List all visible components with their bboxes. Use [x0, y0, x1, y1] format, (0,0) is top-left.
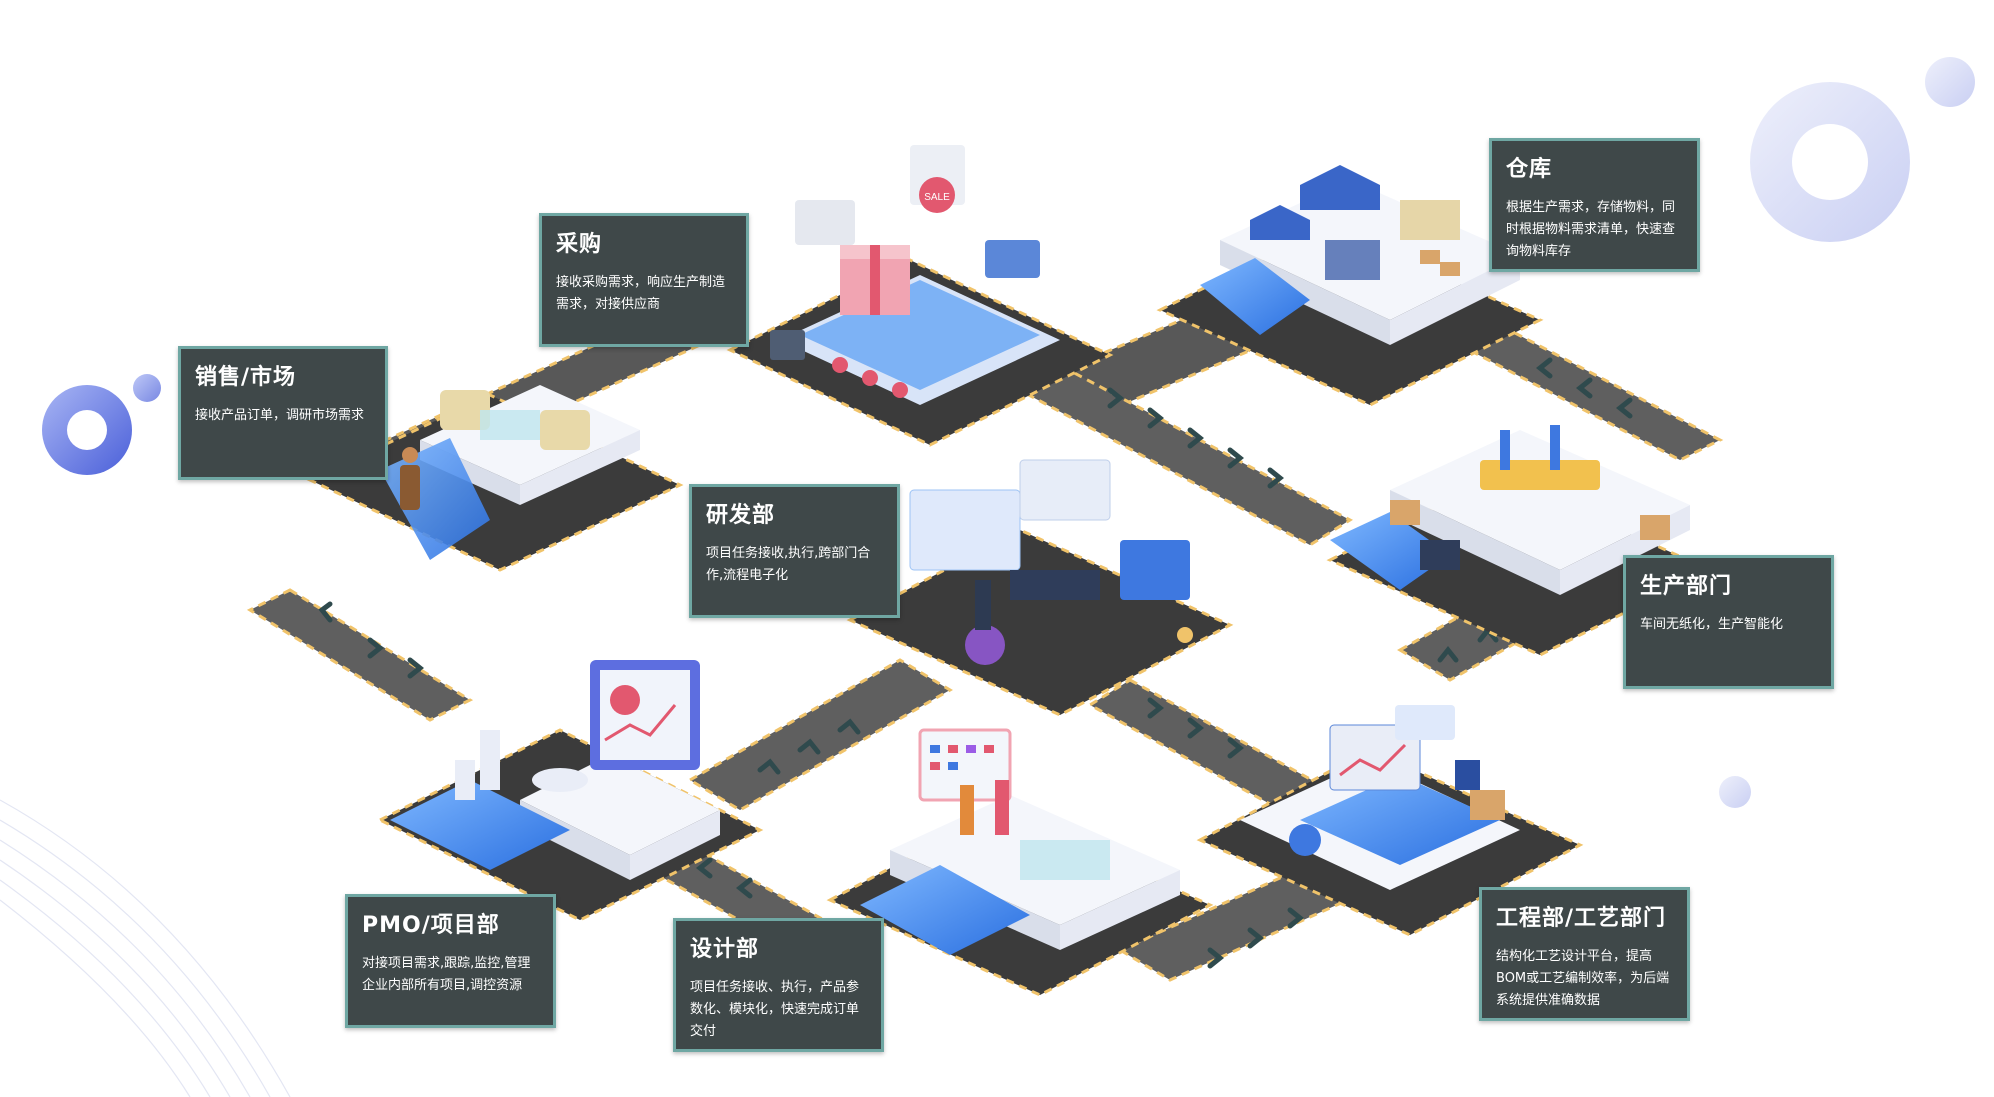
- decor-ring-left: [42, 374, 161, 475]
- card-warehouse: 仓库 根据生产需求，存储物料，同时根据物料需求清单，快速查询物料库存: [1489, 138, 1700, 272]
- platform-sales: [306, 385, 684, 572]
- card-sales-desc: 接收产品订单，调研市场需求: [195, 408, 365, 423]
- card-pmo: PMO/项目部 对接项目需求,跟踪,监控,管理企业内部所有项目,调控资源: [345, 894, 556, 1028]
- card-purchase-desc: 接收采购需求，响应生产制造需求，对接供应商: [556, 275, 726, 312]
- platform-production: [1326, 425, 1714, 657]
- card-engineering-desc: 结构化工艺设计平台，提高BOM或工艺编制效率，为后端系统提供准确数据: [1496, 949, 1670, 1008]
- card-warehouse-desc: 根据生产需求，存储物料，同时根据物料需求清单，快速查询物料库存: [1506, 200, 1676, 259]
- platform-design: [826, 728, 1214, 997]
- road-chevrons: [318, 357, 1633, 969]
- card-sales-title: 销售/市场: [195, 365, 297, 390]
- card-production-title: 生产部门: [1640, 574, 1733, 599]
- card-rd: 研发部 项目任务接收,执行,跨部门合作,流程电子化: [689, 484, 900, 618]
- card-rd-title: 研发部: [706, 503, 776, 528]
- platform-pmo: [376, 660, 764, 922]
- platform-engineering: [1196, 705, 1584, 937]
- card-warehouse-title: 仓库: [1506, 157, 1553, 182]
- card-production-desc: 车间无纸化，生产智能化: [1640, 617, 1784, 632]
- background-lines: [0, 799, 291, 1097]
- card-sales: 销售/市场 接收产品订单，调研市场需求: [178, 346, 388, 480]
- card-purchase: 采购 接收采购需求，响应生产制造需求，对接供应商: [539, 213, 749, 347]
- card-design-desc: 项目任务接收、执行，产品参数化、模块化，快速完成订单交付: [690, 980, 860, 1039]
- card-engineering: 工程部/工艺部门 结构化工艺设计平台，提高BOM或工艺编制效率，为后端系统提供准…: [1479, 887, 1690, 1021]
- decor-ring-right: [1719, 57, 1975, 808]
- card-pmo-desc: 对接项目需求,跟踪,监控,管理企业内部所有项目,调控资源: [362, 956, 531, 993]
- card-engineering-title: 工程部/工艺部门: [1496, 906, 1667, 931]
- platform-warehouse: [1156, 165, 1544, 407]
- card-purchase-title: 采购: [556, 232, 603, 257]
- sale-sign-text: SALE: [924, 192, 950, 203]
- card-design: 设计部 项目任务接收、执行，产品参数化、模块化，快速完成订单交付: [673, 918, 884, 1052]
- card-design-title: 设计部: [690, 937, 760, 962]
- card-production: 生产部门 车间无纸化，生产智能化: [1623, 555, 1834, 689]
- card-rd-desc: 项目任务接收,执行,跨部门合作,流程电子化: [706, 546, 871, 583]
- platform-rd: [846, 459, 1234, 717]
- card-pmo-title: PMO/项目部: [362, 913, 500, 938]
- platform-purchase: SALE: [726, 145, 1114, 447]
